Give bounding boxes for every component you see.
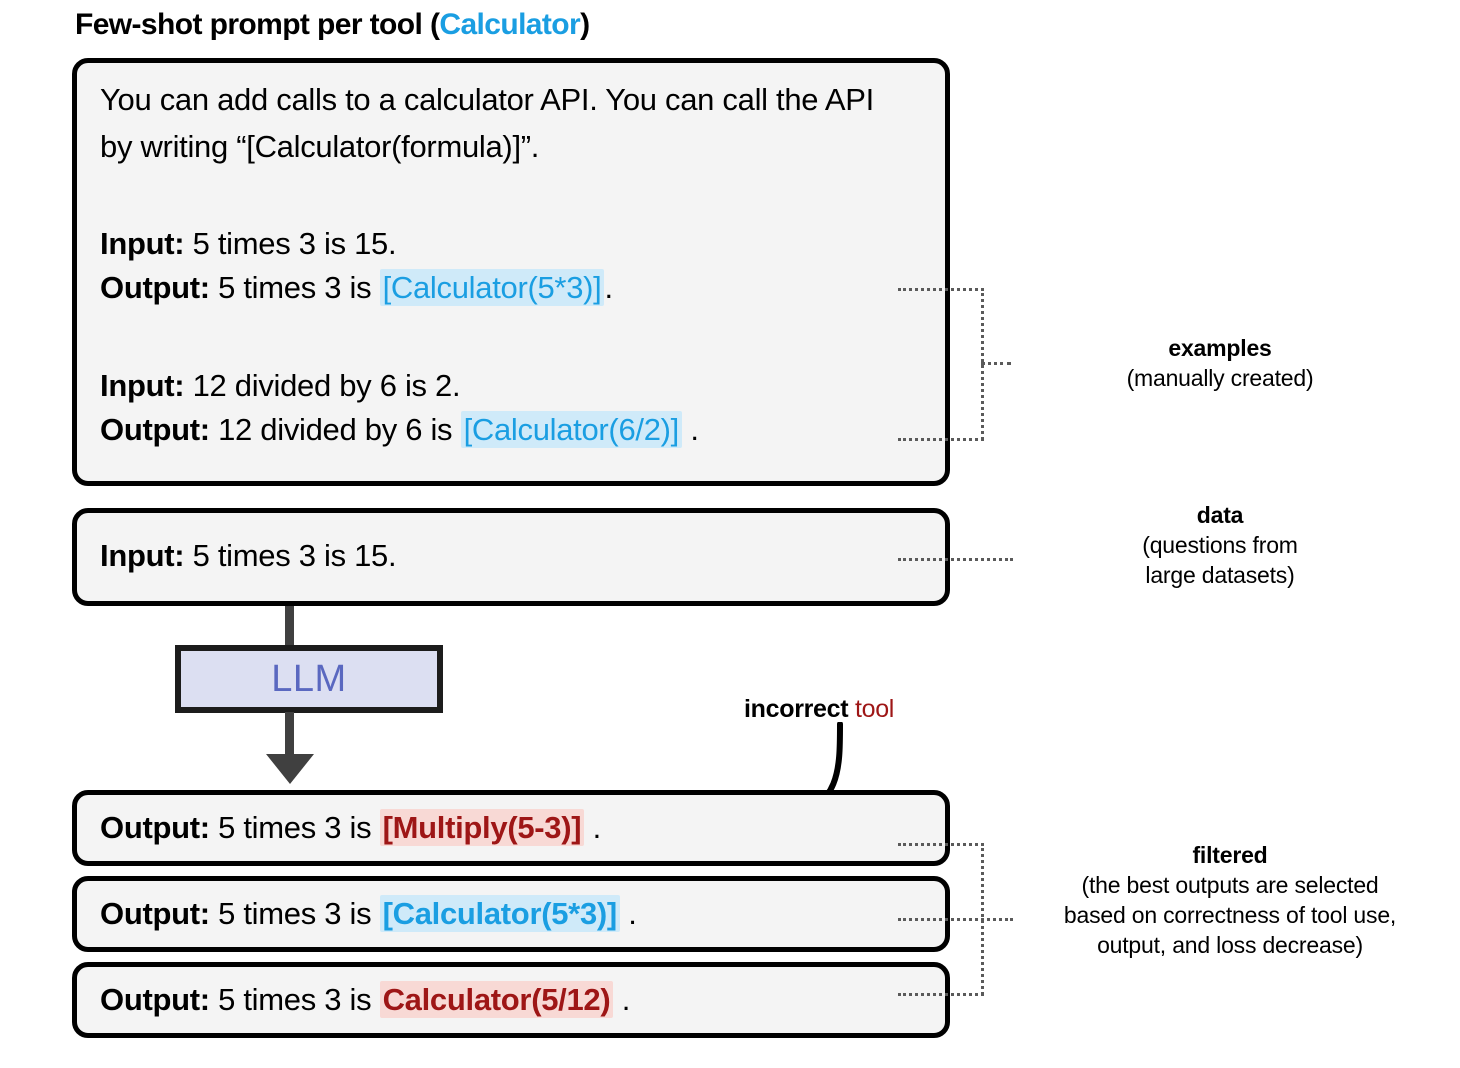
title-suffix: ) xyxy=(580,8,590,41)
annotation-filtered-head: filtered xyxy=(1192,842,1268,868)
llm-block xyxy=(175,645,443,713)
annotation-data-line-2: large datasets) xyxy=(1145,562,1295,588)
connector-filtered-bottom xyxy=(898,993,984,996)
annotation-data: data (questions from large datasets) xyxy=(1010,500,1430,590)
incorrect-tool-callout-label: incorrect tool xyxy=(744,695,894,724)
page-title: Few-shot prompt per tool (Calculator) xyxy=(75,8,590,42)
output-1-tool-call: [Multiply(5-3)] xyxy=(379,809,585,846)
example-2-output-suffix: . xyxy=(682,412,699,447)
output-3-tool-call: Calculator(5/12) xyxy=(379,981,614,1018)
output-line-2: Output: 5 times 3 is [Calculator(5*3)] . xyxy=(100,892,637,936)
annotation-filtered-line-1: (the best outputs are selected xyxy=(1081,872,1379,898)
example-1-input-text: 5 times 3 is 15. xyxy=(184,226,397,261)
output-3-suffix: . xyxy=(613,982,631,1017)
annotation-filtered: filtered (the best outputs are selected … xyxy=(1005,840,1455,960)
example-1-output-suffix: . xyxy=(604,270,613,305)
arrow-data-to-llm xyxy=(285,606,294,648)
annotation-examples-head: examples xyxy=(1168,335,1272,361)
output-1-label: Output: xyxy=(100,810,210,845)
output-3-prefix: 5 times 3 is xyxy=(209,982,380,1017)
example-1-input-line: Input: 5 times 3 is 15. xyxy=(100,222,397,266)
output-1-prefix: 5 times 3 is xyxy=(209,810,380,845)
output-2-suffix: . xyxy=(619,896,637,931)
title-prefix: Few-shot prompt per tool ( xyxy=(75,8,440,41)
example-2-tool-call: [Calculator(6/2)] xyxy=(460,411,682,448)
callout-word-incorrect: incorrect xyxy=(744,695,849,723)
output-line-3: Output: 5 times 3 is Calculator(5/12) . xyxy=(100,978,630,1022)
connector-examples-bottom xyxy=(898,438,984,441)
title-tool-name: Calculator xyxy=(439,8,581,41)
connector-filtered-top xyxy=(898,843,984,846)
data-input-text: 5 times 3 is 15. xyxy=(184,538,397,573)
example-2-output-label: Output: xyxy=(100,412,210,447)
output-1-suffix: . xyxy=(584,810,602,845)
output-line-1: Output: 5 times 3 is [Multiply(5-3)] . xyxy=(100,806,601,850)
callout-word-tool: tool xyxy=(848,695,895,723)
example-2-input-text: 12 divided by 6 is 2. xyxy=(184,368,461,403)
example-2-output-line: Output: 12 divided by 6 is [Calculator(6… xyxy=(100,408,699,452)
data-input-label: Input: xyxy=(100,538,185,573)
arrow-llm-to-outputs-shaft xyxy=(285,712,294,760)
prompt-instruction-text: You can add calls to a calculator API. Y… xyxy=(100,82,874,164)
example-1-tool-call: [Calculator(5*3)] xyxy=(379,269,605,306)
connector-filtered-vertical xyxy=(981,843,984,995)
llm-label: LLM xyxy=(271,657,347,700)
example-1-output-line: Output: 5 times 3 is [Calculator(5*3)]. xyxy=(100,266,613,310)
connector-data xyxy=(898,558,1013,561)
example-1-output-label: Output: xyxy=(100,270,210,305)
output-2-tool-call: [Calculator(5*3)] xyxy=(379,895,620,932)
output-2-label: Output: xyxy=(100,896,210,931)
example-2-output-prefix: 12 divided by 6 is xyxy=(209,412,461,447)
annotation-data-line-1: (questions from xyxy=(1142,532,1298,558)
annotation-data-head: data xyxy=(1196,502,1244,528)
output-2-prefix: 5 times 3 is xyxy=(209,896,380,931)
arrow-llm-to-outputs-head xyxy=(266,754,314,784)
connector-filtered-middle xyxy=(898,918,1013,921)
example-1-output-prefix: 5 times 3 is xyxy=(209,270,380,305)
example-1-input-label: Input: xyxy=(100,226,185,261)
connector-examples-top xyxy=(898,288,984,291)
annotation-examples: examples (manually created) xyxy=(1010,333,1430,393)
data-input-box xyxy=(72,508,950,606)
annotation-filtered-line-3: output, and loss decrease) xyxy=(1097,932,1363,958)
annotation-examples-line-1: (manually created) xyxy=(1126,365,1314,391)
output-3-label: Output: xyxy=(100,982,210,1017)
example-2-input-label: Input: xyxy=(100,368,185,403)
connector-examples-stub xyxy=(981,362,1011,365)
annotation-filtered-line-2: based on correctness of tool use, xyxy=(1063,902,1397,928)
data-input-line: Input: 5 times 3 is 15. xyxy=(100,534,397,578)
example-2-input-line: Input: 12 divided by 6 is 2. xyxy=(100,364,461,408)
